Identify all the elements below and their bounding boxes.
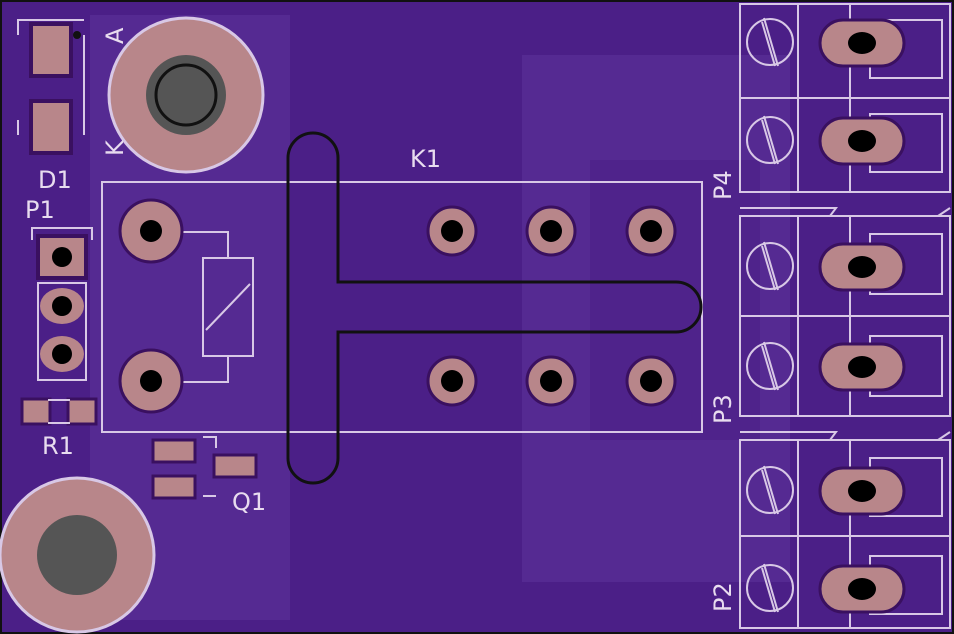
- relay-coil-pad-2: [118, 348, 184, 414]
- relay-coil-pad-1: [118, 198, 184, 264]
- relay-contact-pads: [426, 205, 677, 407]
- isolation-slot: [286, 131, 703, 485]
- mount-hole-top: [107, 16, 265, 174]
- transistor-q1: [151, 436, 258, 500]
- header-p1: [31, 227, 93, 381]
- resistor-r1: [20, 397, 98, 426]
- d1-label: D1: [38, 166, 72, 194]
- p4-label: P4: [709, 170, 737, 200]
- p2-label: P2: [709, 582, 737, 612]
- k1-label: K1: [410, 145, 441, 173]
- cathode-label: K: [101, 139, 129, 156]
- anode-label: A: [101, 27, 129, 44]
- p3-label: P3: [709, 394, 737, 424]
- p1-label: P1: [25, 196, 55, 224]
- screw-terminals: [739, 3, 951, 629]
- r1-label: R1: [42, 432, 74, 460]
- q1-label: Q1: [232, 488, 266, 516]
- diode-d1: [17, 19, 85, 155]
- mount-hole-bottom: [0, 476, 156, 634]
